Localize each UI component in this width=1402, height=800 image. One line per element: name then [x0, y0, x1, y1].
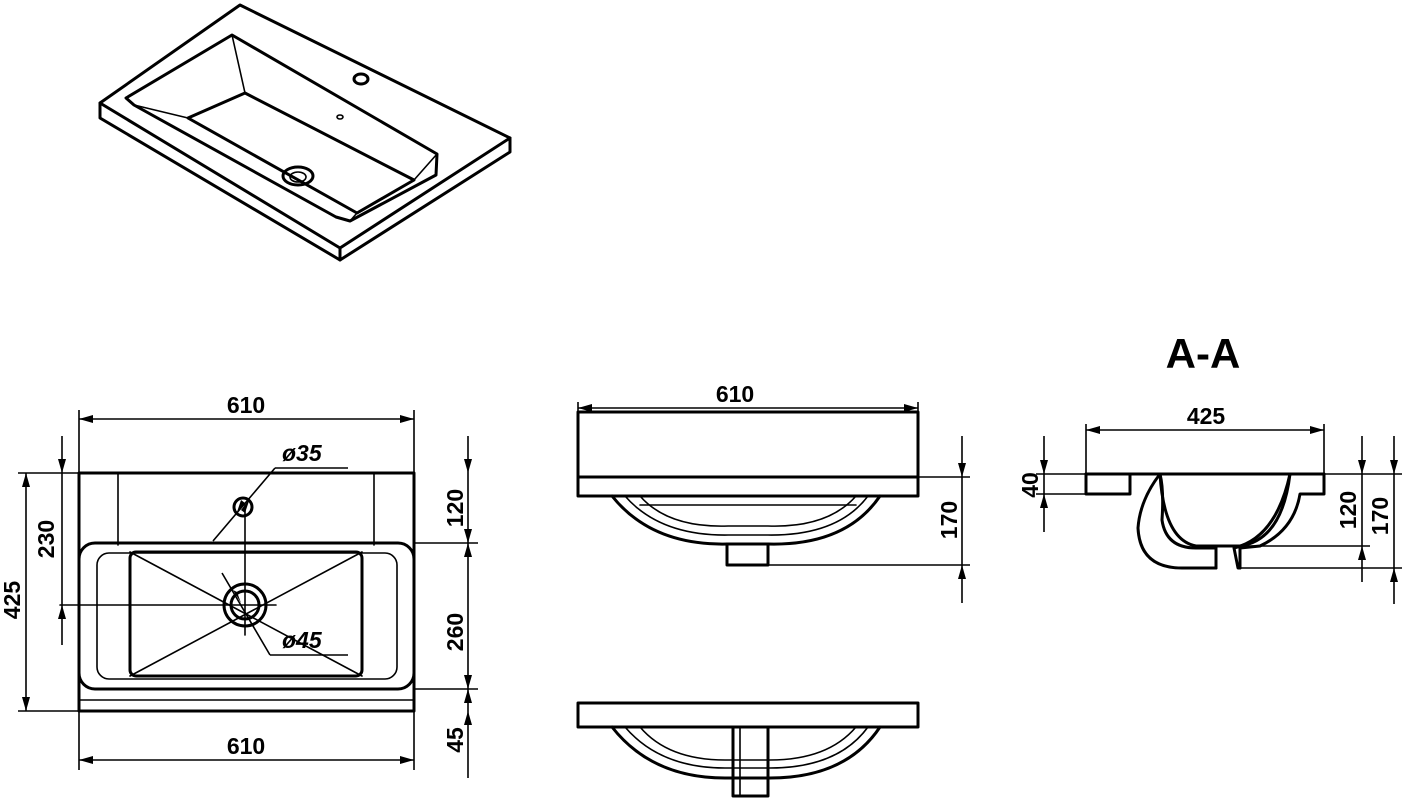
dim-total-depth: 425 — [0, 581, 25, 620]
dim-bottom-width: 610 — [227, 733, 265, 759]
dim-rim-thickness: 40 — [1017, 472, 1043, 498]
dim-section-basin-height: 120 — [1335, 491, 1361, 529]
section-view — [1084, 472, 1326, 570]
front-view — [576, 410, 920, 567]
dim-front-edge: 45 — [442, 727, 468, 753]
dim-section-width: 425 — [1187, 403, 1226, 429]
isometric-view — [98, 3, 512, 262]
dim-front-width: 610 — [716, 381, 754, 407]
section-title: A-A — [1166, 330, 1241, 377]
dim-top-width: 610 — [227, 392, 265, 418]
section-view-dimensions: 425 40 120 170 — [1017, 403, 1402, 604]
front-view-dimensions: 610 170 — [577, 381, 970, 603]
tap-hole-diameter: ø35 — [282, 440, 323, 466]
top-view-dimensions: 610 610 425 230 120 260 45 ø35 — [0, 392, 478, 778]
dim-front-height: 170 — [936, 501, 962, 539]
dim-drain-offset: 230 — [33, 520, 59, 558]
drain-hole-diameter: ø45 — [282, 627, 323, 653]
side-view — [576, 701, 920, 798]
dim-section-total-height: 170 — [1367, 497, 1393, 535]
dim-back-ledge: 120 — [442, 489, 468, 527]
dim-basin-depth: 260 — [442, 613, 468, 651]
